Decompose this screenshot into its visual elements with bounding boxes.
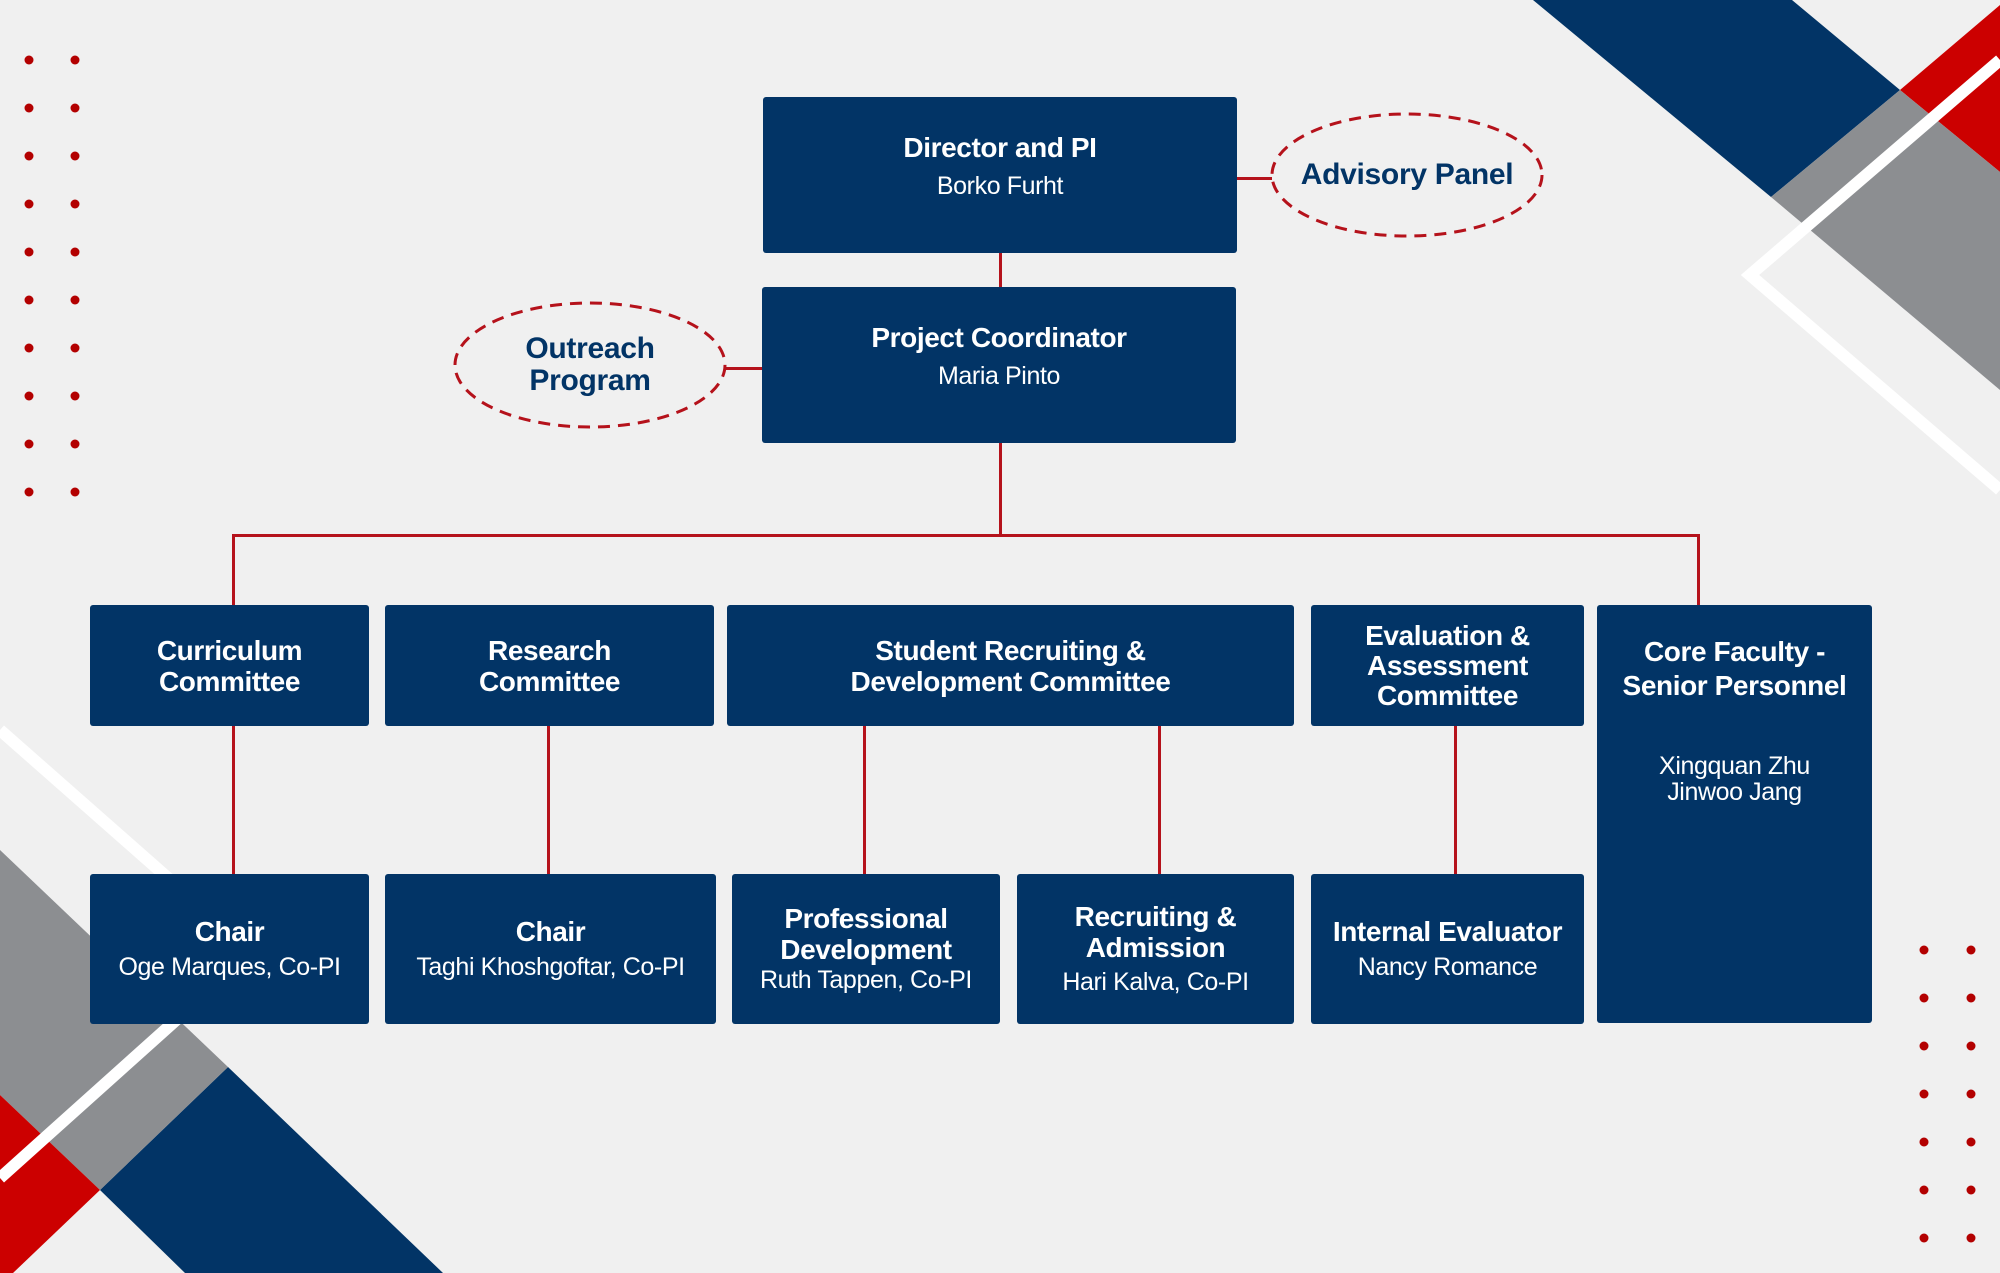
connector-horizontal-bus — [232, 534, 1700, 537]
deco-dot — [24, 151, 34, 161]
deco-dot — [70, 199, 80, 209]
deco-dot — [1966, 1089, 1976, 1099]
connector-student-profdev — [863, 726, 866, 874]
subunit-title: Chair — [515, 916, 586, 947]
connector-eval-internal — [1454, 726, 1457, 874]
subunit-name: Hari Kalva, Co-PI — [1062, 968, 1249, 996]
deco-dot — [24, 391, 34, 401]
committee-title: Research Committee — [478, 634, 621, 697]
deco-dot — [24, 199, 34, 209]
deco-dot — [1919, 1041, 1929, 1051]
deco-dot — [70, 151, 80, 161]
deco-dot — [1966, 1233, 1976, 1243]
deco-red-band-bottom — [0, 1095, 100, 1273]
core-faculty-box: Core Faculty - Senior Personnel Xingquan… — [1597, 605, 1872, 1023]
core-faculty-title: Core Faculty - Senior Personnel — [1622, 636, 1847, 701]
subunit-research-chair: Chair Taghi Khoshgoftar, Co-PI — [385, 874, 716, 1024]
connector-coordinator-outreach — [725, 367, 763, 370]
connector-curriculum-chair — [232, 726, 235, 874]
committee-title: Curriculum Committee — [156, 634, 303, 697]
deco-dot — [1966, 945, 1976, 955]
deco-dot — [24, 343, 34, 353]
core-faculty-members: Xingquan Zhu Jinwoo Jang — [1659, 752, 1810, 806]
subunit-title: Internal Evaluator — [1332, 916, 1563, 947]
deco-dot — [70, 55, 80, 65]
subunit-name: Nancy Romance — [1357, 953, 1538, 981]
deco-navy-band-bottom — [100, 1067, 443, 1273]
deco-dot — [70, 295, 80, 305]
committee-title: Student Recruiting & Development Committ… — [850, 634, 1171, 697]
subunit-name: Ruth Tappen, Co-PI — [760, 966, 972, 994]
connector-student-recruiting — [1158, 726, 1161, 874]
subunit-recruiting-admission: Recruiting & Admission Hari Kalva, Co-PI — [1017, 874, 1294, 1024]
deco-dot — [70, 247, 80, 257]
committee-title: Evaluation & Assessment Committee — [1365, 619, 1530, 711]
deco-dot — [1919, 1089, 1929, 1099]
subunit-internal-evaluator: Internal Evaluator Nancy Romance — [1311, 874, 1584, 1024]
deco-dot — [1966, 1137, 1976, 1147]
deco-dot-grids — [24, 55, 1976, 1243]
deco-dot — [1919, 945, 1929, 955]
connector-research-chair — [547, 726, 550, 874]
deco-white-chevron-top — [1740, 55, 2000, 495]
committee-curriculum: Curriculum Committee — [90, 605, 369, 726]
committee-research: Research Committee — [385, 605, 714, 726]
connector-director-advisory — [1236, 177, 1272, 180]
subunit-curriculum-chair: Chair Oge Marques, Co-PI — [90, 874, 369, 1024]
deco-dot — [1966, 993, 1976, 1003]
deco-dot — [1966, 1041, 1976, 1051]
deco-dot — [24, 487, 34, 497]
deco-dot — [24, 295, 34, 305]
deco-dot — [24, 439, 34, 449]
deco-dot — [24, 103, 34, 113]
deco-dot — [1919, 1137, 1929, 1147]
deco-dot — [24, 55, 34, 65]
deco-dot — [70, 487, 80, 497]
director-title: Director and PI — [903, 131, 1097, 163]
director-box: Director and PI Borko Furht — [763, 97, 1237, 253]
coordinator-box: Project Coordinator Maria Pinto — [762, 287, 1236, 443]
deco-dot — [24, 247, 34, 257]
committee-student-recruiting: Student Recruiting & Development Committ… — [727, 605, 1294, 726]
director-name: Borko Furht — [936, 171, 1064, 200]
committee-evaluation: Evaluation & Assessment Committee — [1311, 605, 1584, 726]
deco-dot — [1966, 1185, 1976, 1195]
connector-bus-curriculum — [232, 534, 235, 626]
deco-dot — [70, 391, 80, 401]
deco-dot — [1919, 1185, 1929, 1195]
coordinator-title: Project Coordinator — [871, 321, 1127, 353]
outreach-program-outline — [453, 301, 727, 429]
subunit-professional-development: Professional Development Ruth Tappen, Co… — [732, 874, 1000, 1024]
deco-dot — [70, 343, 80, 353]
advisory-panel-outline — [1270, 112, 1544, 238]
advisory-panel: Advisory Panel — [1300, 158, 1514, 191]
deco-dot — [1919, 1233, 1929, 1243]
subunit-title: Chair — [194, 916, 265, 947]
subunit-title: Recruiting & Admission — [1074, 901, 1237, 963]
connector-coordinator-trunk — [999, 443, 1002, 537]
deco-dot — [70, 103, 80, 113]
deco-dot — [1919, 993, 1929, 1003]
connector-director-coordinator — [999, 253, 1002, 287]
outreach-program: Outreach Program — [525, 332, 655, 397]
deco-red-band-top — [1900, 5, 2000, 172]
deco-dot — [70, 439, 80, 449]
connector-bus-core-faculty — [1697, 534, 1700, 626]
subunit-name: Oge Marques, Co-PI — [118, 953, 341, 981]
subunit-name: Taghi Khoshgoftar, Co-PI — [416, 953, 685, 981]
deco-gray-band-top — [1771, 90, 2000, 390]
coordinator-name: Maria Pinto — [937, 361, 1061, 390]
deco-navy-band-top — [1533, 0, 1900, 197]
subunit-title: Professional Development — [780, 903, 952, 965]
